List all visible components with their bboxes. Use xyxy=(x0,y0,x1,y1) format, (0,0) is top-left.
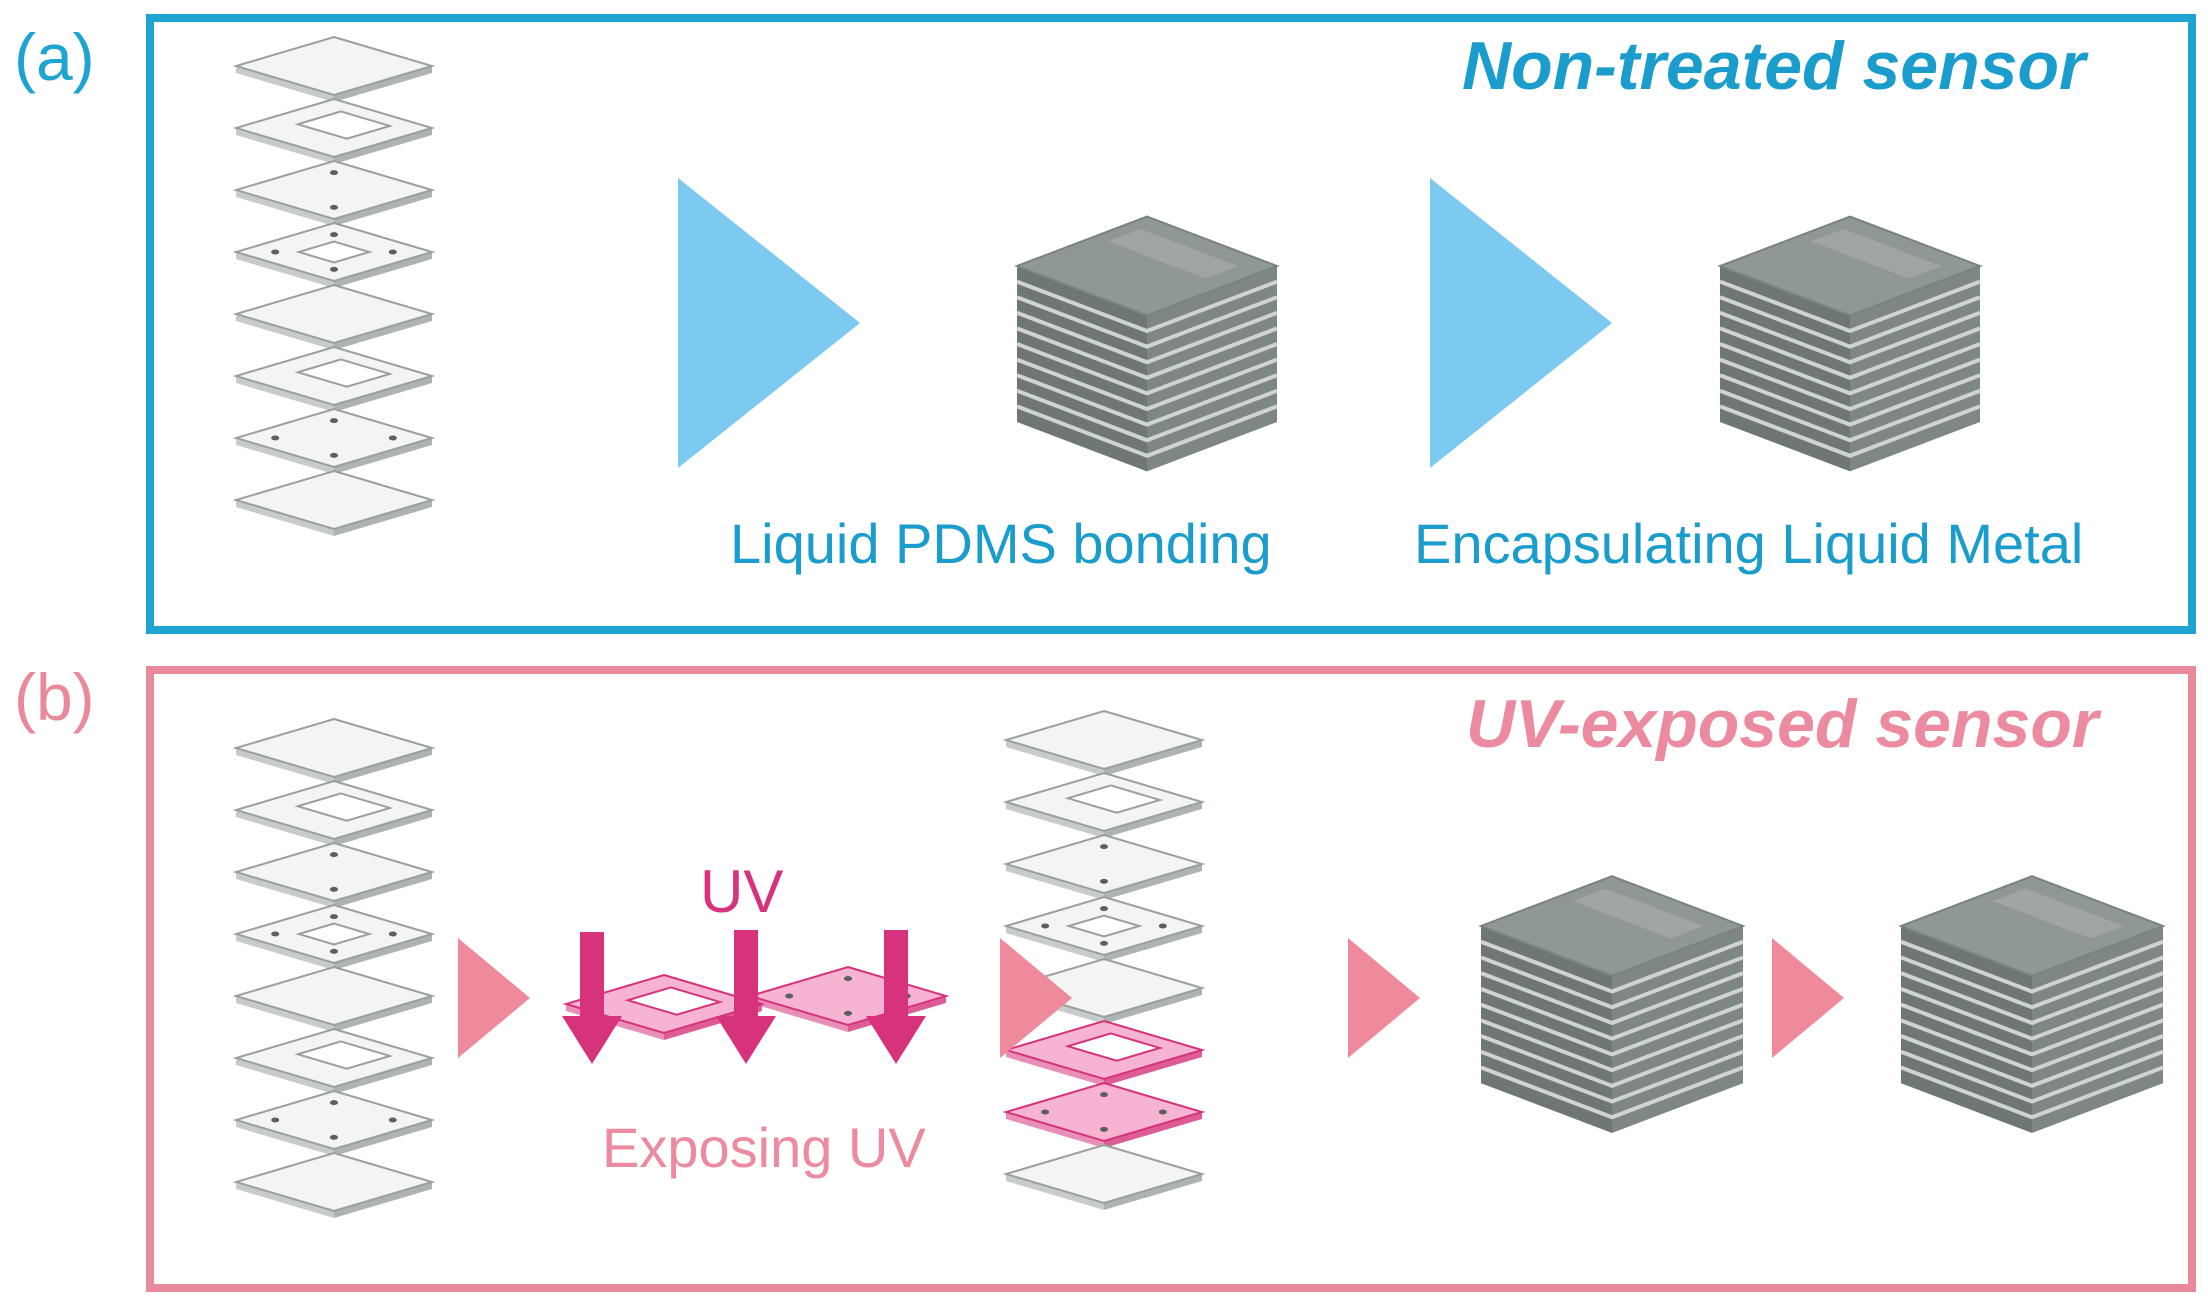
pdms-layer xyxy=(232,1027,436,1094)
pdms-layer xyxy=(232,1151,436,1218)
pdms-layer xyxy=(1002,771,1206,838)
pdms-layer xyxy=(1002,833,1206,900)
bonded-cube-icon xyxy=(1717,215,1983,472)
pdms-layer xyxy=(1002,1081,1206,1148)
pdms-layer xyxy=(232,35,436,102)
bonded-cube-icon xyxy=(1014,215,1280,472)
exploded-layer-stacks xyxy=(232,35,1206,1218)
panel-b-label: (b) xyxy=(14,660,95,734)
process-arrow-icon xyxy=(1348,938,1420,1058)
pdms-layer xyxy=(232,345,436,412)
layer-stack-icon xyxy=(232,35,436,536)
layer-stack-icon xyxy=(232,717,436,1218)
uv-arrow-icon xyxy=(716,930,776,1064)
pdms-layer xyxy=(232,221,436,288)
pdms-layer xyxy=(232,779,436,846)
panel-b-title: UV-exposed sensor xyxy=(1466,686,2099,762)
process-arrow-icon xyxy=(678,178,860,468)
pdms-layer xyxy=(232,1089,436,1156)
pdms-layer xyxy=(232,407,436,474)
panel-b-frame xyxy=(146,666,2196,1292)
process-arrow-icon xyxy=(1000,938,1072,1058)
panel-a-title: Non-treated sensor xyxy=(1462,28,2086,104)
pdms-layer xyxy=(232,965,436,1032)
pdms-layer xyxy=(232,469,436,536)
pdms-layer xyxy=(1002,895,1206,962)
bonded-cubes xyxy=(1014,215,2166,1133)
pdms-layer xyxy=(232,159,436,226)
bonded-cube-icon xyxy=(1478,875,1746,1133)
pdms-layer xyxy=(232,903,436,970)
pdms-layer xyxy=(232,841,436,908)
pdms-layer xyxy=(1002,709,1206,776)
process-arrow-icon xyxy=(1430,178,1612,468)
liquid-pdms-bonding-label: Liquid PDMS bonding xyxy=(730,512,1272,575)
uv-arrow-icon xyxy=(562,932,622,1064)
panel-a-label: (a) xyxy=(14,20,95,94)
pdms-layer xyxy=(232,283,436,350)
bonded-cube-icon xyxy=(1898,875,2166,1133)
process-arrow-icon xyxy=(1772,938,1844,1058)
layer-stack-icon xyxy=(1002,709,1206,1210)
pdms-layer xyxy=(1002,1019,1206,1086)
pdms-layer xyxy=(232,717,436,784)
uv-exposure-illustration xyxy=(562,930,950,1064)
uv-label: UV xyxy=(700,858,784,925)
exposing-uv-label: Exposing UV xyxy=(602,1116,926,1179)
uv-arrow-icon xyxy=(866,930,926,1064)
process-arrow-icon xyxy=(458,938,530,1058)
panel-a-frame xyxy=(146,14,2196,634)
pdms-layer xyxy=(1002,1143,1206,1210)
pdms-layer xyxy=(232,97,436,164)
encapsulating-liquid-metal-label: Encapsulating Liquid Metal xyxy=(1414,512,2084,575)
process-arrows xyxy=(458,178,1844,1058)
